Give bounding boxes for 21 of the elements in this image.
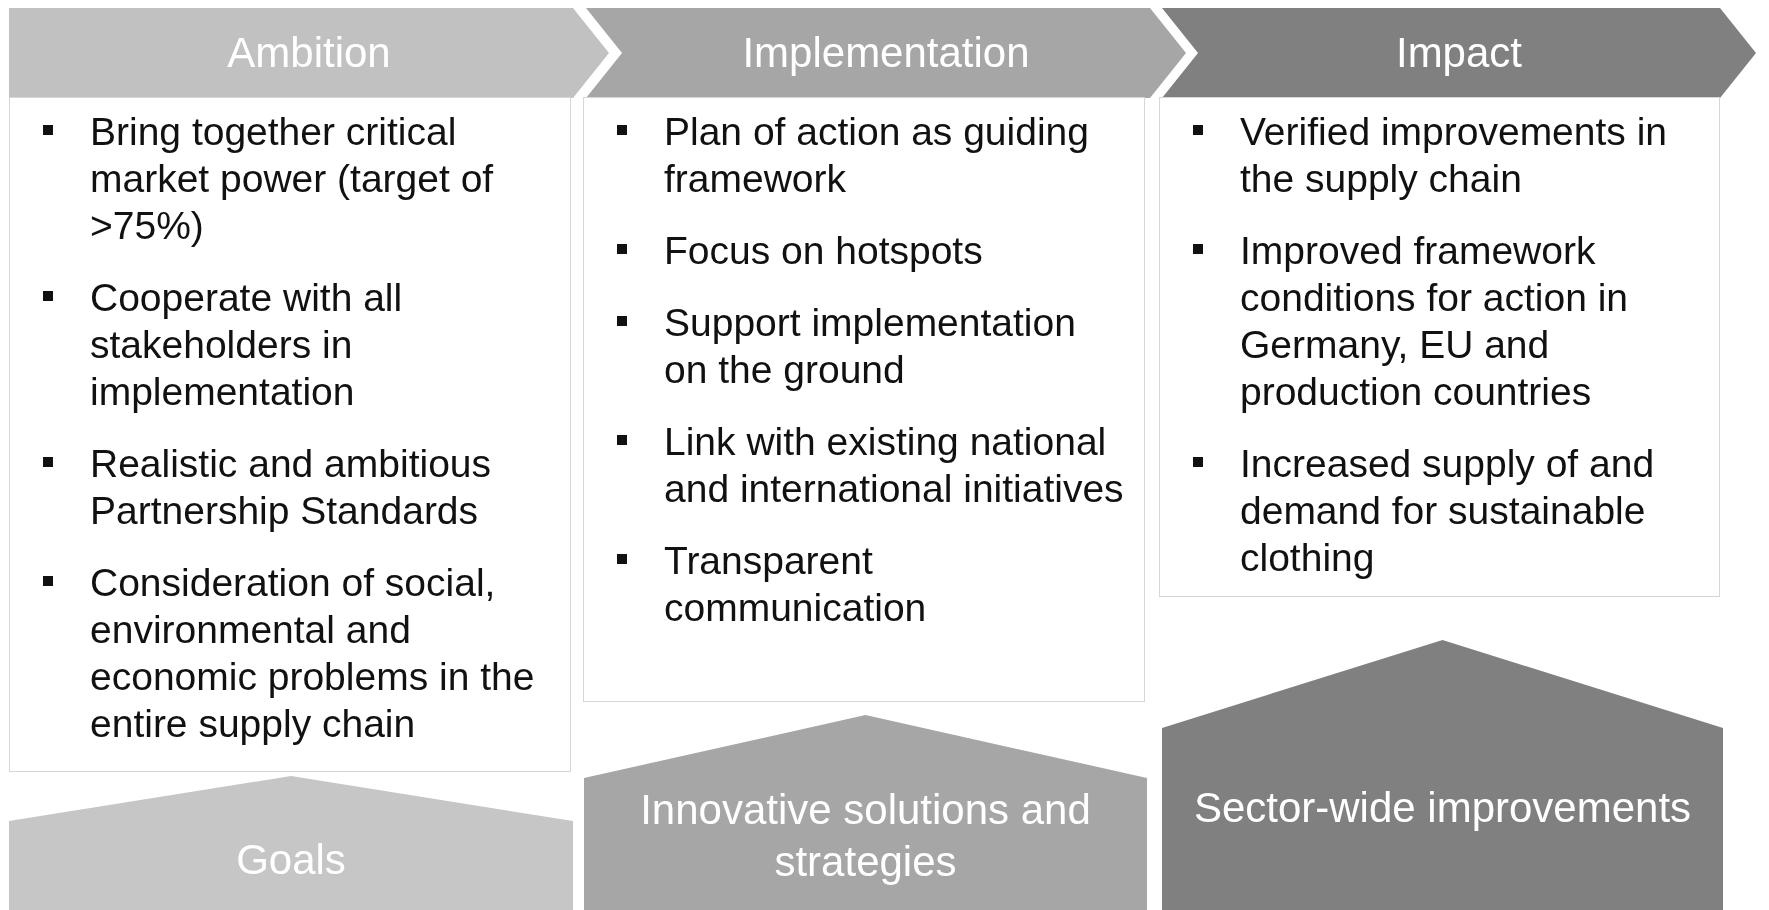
bullet-list-card	[583, 97, 1145, 702]
bullet-list-card	[9, 97, 571, 772]
heading-text: Sector-wide improvements	[1193, 783, 1692, 833]
heading-text: Impact	[1395, 28, 1522, 78]
bullet-list-card	[1159, 97, 1720, 597]
heading-text: Ambition	[227, 28, 391, 78]
bullet-item: Improved framework conditions for action in Germany, EU and production countries	[1160, 227, 1705, 415]
heading-text: Goals	[236, 834, 346, 885]
bullet-item: Consideration of social, environmental and economic problems in the entire supply chain	[10, 559, 556, 747]
heading-text: Innovative solutions and strategies	[639, 785, 1092, 888]
bullet-item: Verified improvements in the supply chain	[1160, 108, 1705, 202]
bullet-item: Increased supply of and demand for sustainable clothing	[1160, 440, 1705, 581]
bullet-item: Transparent communication	[584, 537, 1130, 631]
bullet-item: Focus on hotspots	[584, 227, 1130, 274]
bullet-item: Realistic and ambitious Partnership Standards	[10, 440, 556, 534]
bullet-item: Plan of action as guiding framework	[584, 108, 1130, 202]
bullet-item: Bring together critical market power (target of >75%)	[10, 108, 556, 249]
bullet-item: Support implementation on the ground	[584, 299, 1130, 393]
heading-text: Implementation	[742, 28, 1030, 78]
bullet-item: Link with existing national and international initiatives	[584, 418, 1130, 512]
bullet-item: Cooperate with all stakeholders in implementation	[10, 274, 556, 415]
